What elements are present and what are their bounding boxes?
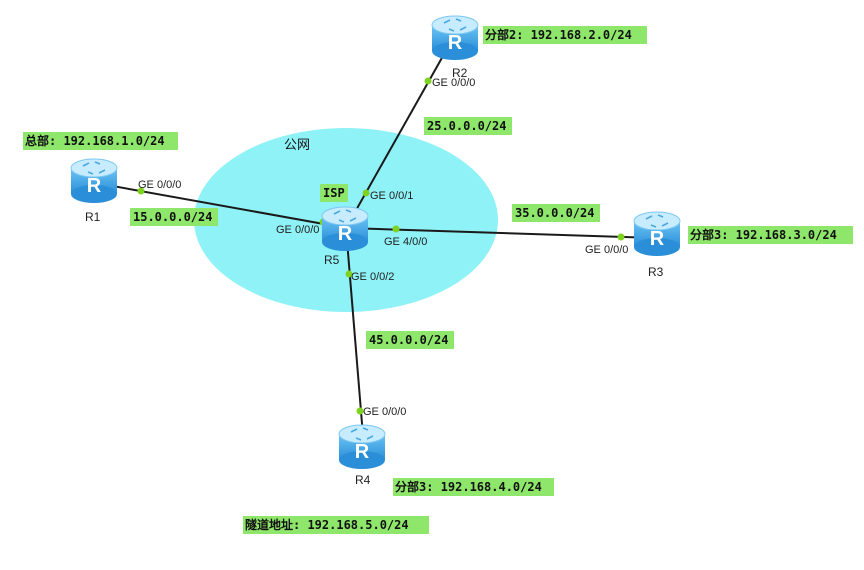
tag-net35: 35.0.0.0/24: [515, 206, 594, 220]
port-dot-r5-ge400[interactable]: [392, 225, 400, 233]
router-r5-icon[interactable]: [321, 206, 369, 252]
tag-net45-bg: [366, 331, 454, 349]
router-r2-name: R2: [452, 66, 468, 80]
port-dot-r5-ge001[interactable]: [362, 189, 370, 197]
tag-isp-bg: [320, 184, 348, 202]
tag-net35-bg: [512, 204, 600, 222]
tag-branch3-bg: [688, 226, 853, 244]
tag-isp: ISP: [323, 186, 345, 200]
port-dot-r5-ge002[interactable]: [345, 270, 353, 278]
tag-tunnel: 隧道地址: 192.168.5.0/24: [245, 517, 409, 532]
tag-net25-bg: [424, 117, 512, 135]
router-r2-icon[interactable]: [431, 15, 479, 61]
tag-net15: 15.0.0.0/24: [133, 210, 212, 224]
tag-net45: 45.0.0.0/24: [369, 333, 448, 347]
port-label-r1-ge000: GE 0/0/0: [138, 179, 181, 191]
port-label-r2-ge000: GE 0/0/0: [432, 77, 475, 89]
router-r3-icon[interactable]: [633, 211, 681, 257]
link-r2-r5: [345, 39, 453, 229]
port-label-r4-ge000: GE 0/0/0: [363, 406, 406, 418]
port-label-r5-ge002: GE 0/0/2: [351, 271, 394, 283]
port-label-r3-ge000: GE 0/0/0: [585, 244, 628, 256]
port-dot-r4-ge000[interactable]: [356, 407, 364, 415]
port-label-r5-ge400: GE 4/0/0: [384, 236, 427, 248]
tag-branch4-bg: [393, 478, 554, 496]
tag-net15-bg: [130, 208, 218, 226]
public-network-label: 公网: [284, 138, 310, 153]
port-label-r5-ge000: GE 0/0/0: [276, 224, 319, 236]
port-dot-r3-ge000[interactable]: [617, 233, 625, 241]
router-r4-name: R4: [355, 473, 371, 487]
router-r1-icon[interactable]: [70, 158, 118, 204]
tag-branch3: 分部3: 192.168.3.0/24: [690, 227, 837, 242]
tag-tunnel-bg: [243, 516, 429, 534]
router-r3-name: R3: [648, 265, 664, 279]
router-r1-name: R1: [85, 210, 101, 224]
port-dot-r2-ge000[interactable]: [424, 77, 432, 85]
tag-branch4: 分部3: 192.168.4.0/24: [395, 479, 542, 494]
port-label-r5-ge001: GE 0/0/1: [370, 190, 413, 202]
port-dot-r1-ge000[interactable]: [137, 187, 145, 195]
router-r4-icon[interactable]: [338, 424, 386, 470]
tag-branch2-bg: [483, 26, 647, 44]
tag-net25: 25.0.0.0/24: [427, 119, 506, 133]
router-r5-name: R5: [324, 253, 340, 267]
tag-branch2: 分部2: 192.168.2.0/24: [485, 27, 632, 42]
tag-hq: 总部: 192.168.1.0/24: [25, 133, 165, 148]
tag-hq-bg: [23, 132, 178, 150]
